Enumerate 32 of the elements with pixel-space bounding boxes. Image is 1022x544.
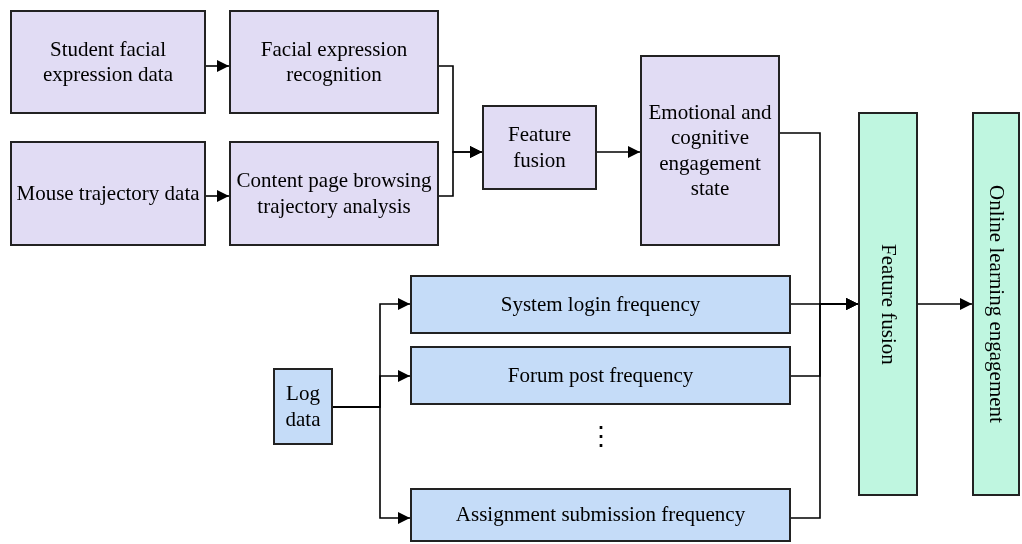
- arrow: [205, 60, 230, 72]
- box-label: Forum post frequency: [507, 362, 694, 389]
- arrow: [438, 146, 483, 197]
- process-box: [410, 488, 791, 542]
- arrow: [596, 146, 641, 158]
- box-label: Emotional and cognitive engagement state: [647, 100, 773, 201]
- box-label: Assignment submission frequency: [455, 502, 746, 528]
- arrow: [917, 298, 973, 310]
- process-box: [10, 10, 206, 114]
- arrow: [332, 406, 411, 524]
- process-box: [858, 112, 918, 496]
- process-box: [10, 141, 206, 246]
- process-box: [229, 10, 439, 114]
- box-label: Feature fusion: [507, 122, 572, 173]
- box-label: Student facial expression data: [41, 36, 174, 88]
- box-label: Mouse trajectory data: [16, 180, 200, 207]
- arrow: [205, 190, 230, 202]
- ellipsis-mark: ⋮: [588, 424, 614, 450]
- process-box: [482, 105, 597, 190]
- process-box: [229, 141, 439, 246]
- process-box: [410, 346, 791, 405]
- process-box: [640, 55, 780, 246]
- process-box: [410, 275, 791, 334]
- process-box: [972, 112, 1020, 496]
- box-label: Content page browsing trajectory analysis: [235, 168, 433, 219]
- box-label: Feature fusion: [875, 243, 901, 365]
- process-box: [273, 368, 333, 445]
- arrow: [790, 298, 859, 519]
- box-label: System login frequency: [500, 291, 701, 318]
- box-label: Log data: [284, 381, 322, 432]
- box-label: Online learning engagement: [983, 185, 1009, 423]
- box-label: Facial expression recognition: [259, 36, 409, 88]
